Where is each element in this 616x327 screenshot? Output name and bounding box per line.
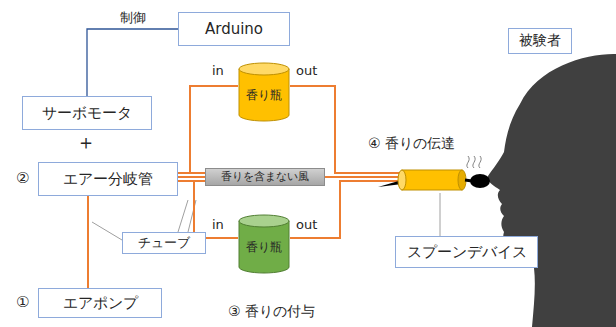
spoon-end	[398, 170, 406, 190]
port-label: out	[296, 218, 317, 232]
scent-wave	[479, 156, 481, 168]
air-tube	[178, 86, 238, 173]
tube	[325, 176, 400, 178]
node-text: サーボモータ	[42, 105, 132, 122]
spoon-bowl	[470, 174, 490, 188]
node-text: チューブ	[138, 236, 190, 250]
port-label: out	[296, 64, 317, 78]
air-tube	[178, 181, 238, 238]
scent-wave	[473, 156, 475, 168]
tube	[290, 181, 400, 238]
scent-waves	[467, 156, 481, 168]
spoon-end	[458, 170, 466, 190]
control-line	[87, 29, 178, 96]
node-text: スプーンデバイス	[407, 244, 527, 261]
manifold-box: エアー分岐管	[38, 162, 178, 196]
tube	[290, 86, 400, 173]
cylinder-top	[239, 63, 289, 75]
pump-box: エアポンプ	[38, 288, 162, 318]
spoon-body	[402, 170, 462, 190]
node-text: 香り瓶	[246, 81, 282, 102]
port-label: in	[212, 218, 224, 232]
leader-line	[440, 193, 441, 236]
plus-sign: ＋	[76, 131, 96, 153]
node-text: 香りを含まない風	[221, 171, 309, 183]
cylinder-body	[239, 221, 289, 273]
head-silhouette	[488, 54, 616, 327]
device-box: スプーンデバイス	[395, 236, 538, 268]
cylinder-body	[239, 69, 289, 121]
spoon-device	[378, 170, 490, 190]
callout-number: ①	[16, 294, 29, 311]
controller-box: Arduino	[178, 12, 290, 46]
scent-bottle: 香り瓶	[238, 62, 290, 122]
scent-wave	[467, 156, 469, 168]
step-label: ④ 香りの伝達	[368, 136, 455, 151]
tube-label-box: チューブ	[122, 232, 206, 254]
node-text: 被験者	[519, 33, 561, 48]
head	[488, 54, 616, 327]
step-label: ③ 香りの付与	[228, 304, 315, 319]
air-tube	[178, 176, 205, 178]
scent-bottle: 香り瓶	[238, 214, 290, 274]
port-label: in	[212, 64, 224, 78]
leader-line	[178, 200, 188, 232]
plain-air-bar: 香りを含まない風	[205, 168, 325, 186]
callout-number: ②	[16, 170, 29, 187]
node-text: エアポンプ	[63, 295, 138, 312]
leader-line	[92, 222, 122, 240]
subject-box: 被験者	[508, 28, 572, 54]
motor-box: サーボモータ	[22, 96, 152, 130]
node-text: エアー分岐管	[63, 171, 153, 188]
cylinder-top	[239, 215, 289, 227]
air-tube	[87, 196, 89, 288]
node-text: Arduino	[205, 21, 263, 38]
node-text: 香り瓶	[246, 233, 282, 254]
edge-label: 制御	[120, 11, 146, 25]
